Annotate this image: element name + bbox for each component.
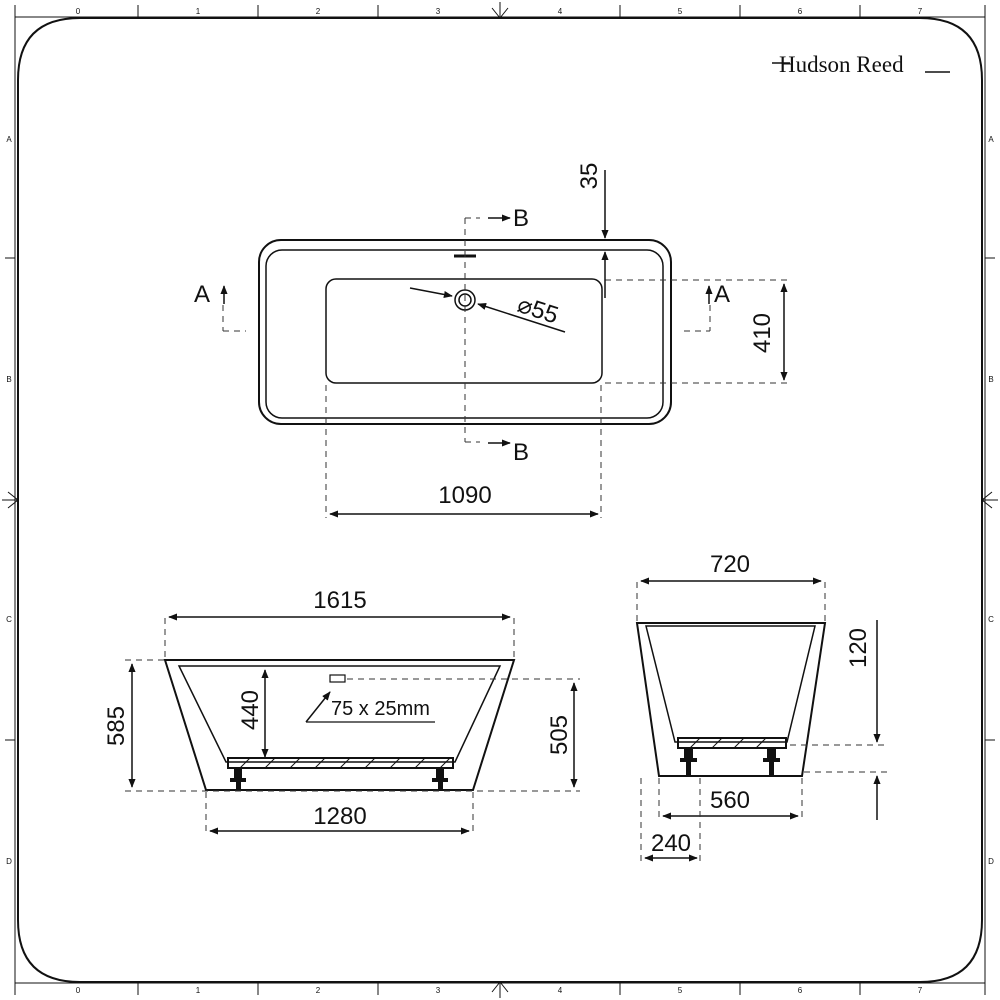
ruler-row-b-right: B — [988, 375, 993, 384]
border-rounded — [17, 17, 983, 983]
side-plinth — [227, 757, 454, 790]
ruler-col-7-top: 7 — [918, 7, 923, 16]
ruler-row-c-left: C — [6, 615, 12, 624]
side-outer-body — [163, 659, 516, 791]
ruler-col-5-bottom: 5 — [678, 986, 683, 995]
ruler-col-4-bottom: 4 — [558, 986, 563, 995]
ruler-row-d-left: D — [6, 857, 12, 866]
plan-inner-depth: 410 — [749, 313, 776, 353]
end-view: 720 560 240 120 — [635, 551, 888, 862]
side-rim-height: 505 — [546, 715, 573, 755]
ruler-row-c-right: C — [988, 615, 994, 624]
ruler-row-d-right: D — [988, 857, 994, 866]
centre-mark-left — [2, 491, 19, 509]
ruler-col-2-top: 2 — [316, 7, 321, 16]
side-total-height: 585 — [103, 706, 130, 746]
side-top-length: 1615 — [313, 587, 366, 614]
brand-name: Hudson Reed — [779, 52, 904, 77]
plan-view: A A B B ⌀55 1090 410 35 — [194, 163, 792, 518]
side-inner-body — [177, 665, 502, 763]
ruler-ticks-bottom — [137, 983, 861, 995]
ruler-row-b-left: B — [6, 375, 11, 384]
section-a-label-left: A — [194, 281, 210, 308]
ruler-col-4-top: 4 — [558, 7, 563, 16]
ruler-col-0-top: 0 — [76, 7, 81, 16]
side-view: 1615 1280 585 440 505 75 x 25mm — [103, 587, 580, 836]
end-plinth — [677, 737, 787, 776]
ruler-col-3-bottom: 3 — [436, 986, 441, 995]
ruler-row-a-right: A — [988, 135, 994, 144]
centre-mark-top — [491, 2, 509, 19]
plan-basin — [325, 278, 603, 384]
end-foot-offset: 240 — [651, 830, 691, 857]
end-top-width: 720 — [710, 551, 750, 578]
ruler-col-5-top: 5 — [678, 7, 683, 16]
section-b-label-top: B — [513, 205, 529, 232]
plan-rim-offset: 35 — [576, 163, 603, 190]
end-lip-height: 120 — [845, 628, 872, 668]
waste-diameter-label: ⌀55 — [514, 291, 561, 329]
end-inner-body — [645, 625, 816, 743]
overflow-size-label: 75 x 25mm — [331, 698, 430, 720]
ruler-row-a-left: A — [6, 135, 12, 144]
ruler-col-6-bottom: 6 — [798, 986, 803, 995]
centre-mark-right — [981, 491, 998, 509]
brand-logo: Hudson Reed — [772, 52, 950, 77]
ruler-ticks-top — [137, 5, 861, 17]
ruler-col-0-bottom: 0 — [76, 986, 81, 995]
section-b-label-bottom: B — [513, 439, 529, 466]
plan-inner-width: 1090 — [438, 482, 491, 509]
ruler-col-1-top: 1 — [196, 7, 201, 16]
side-overflow-slot — [329, 674, 346, 683]
ruler-col-3-top: 3 — [436, 7, 441, 16]
centre-mark-bottom — [491, 981, 509, 998]
section-a-label-right: A — [714, 281, 730, 308]
side-base-length: 1280 — [313, 803, 366, 830]
ruler-col-7-bottom: 7 — [918, 986, 923, 995]
ruler-col-6-top: 6 — [798, 7, 803, 16]
end-outer-body — [635, 622, 827, 777]
end-base-width: 560 — [710, 787, 750, 814]
ruler-col-1-bottom: 1 — [196, 986, 201, 995]
side-inner-depth: 440 — [237, 690, 264, 730]
ruler-ticks-sides — [5, 257, 995, 741]
ruler-col-2-bottom: 2 — [316, 986, 321, 995]
